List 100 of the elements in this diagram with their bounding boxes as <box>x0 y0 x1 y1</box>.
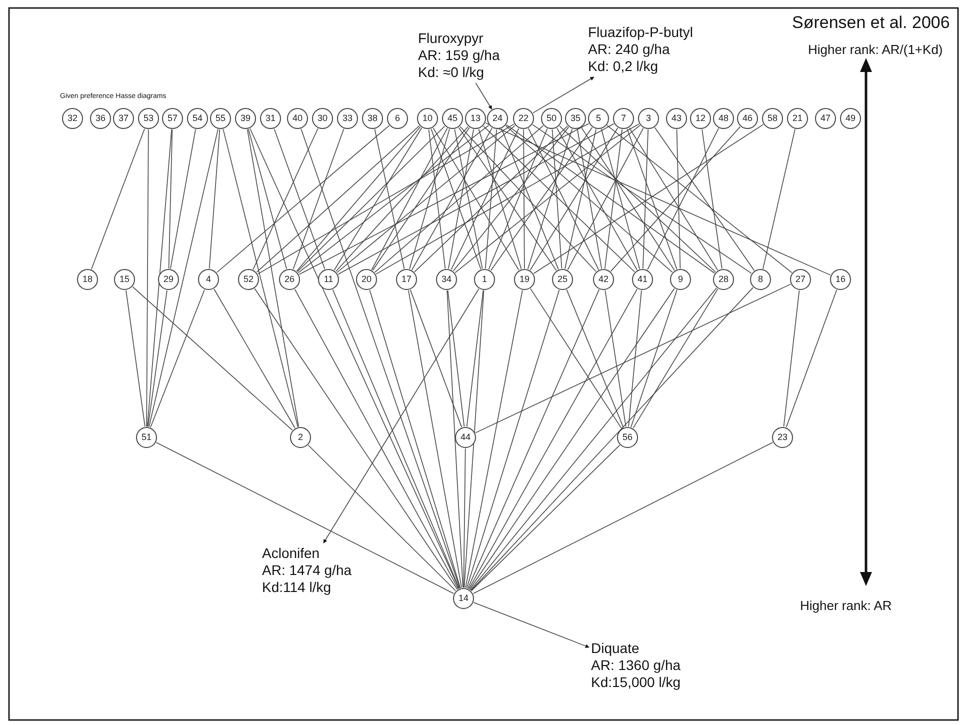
hasse-node: 5 <box>588 108 609 129</box>
hasse-node: 41 <box>632 269 653 290</box>
hasse-line <box>450 128 520 270</box>
hasse-line <box>552 129 562 269</box>
hasse-line <box>506 124 715 274</box>
hasse-line <box>132 286 293 431</box>
hasse-line <box>610 126 741 272</box>
hasse-line <box>432 128 520 270</box>
hasse-node: 45 <box>442 108 463 129</box>
hasse-line <box>448 128 474 270</box>
hasse-node: 36 <box>90 108 111 129</box>
hasse-line <box>254 288 458 590</box>
arrow <box>475 82 492 110</box>
hasse-line <box>466 290 560 588</box>
hasse-node: 19 <box>514 269 535 290</box>
hasse-line <box>632 288 718 428</box>
hasse-node: 17 <box>396 269 417 290</box>
arrow <box>532 76 594 114</box>
hasse-line <box>786 289 838 428</box>
hasse-line <box>248 128 287 270</box>
hasse-line <box>250 128 460 589</box>
hasse-line <box>246 128 300 428</box>
hasse-node: 44 <box>455 427 476 448</box>
hasse-line <box>454 128 483 270</box>
hasse-node: 2 <box>290 427 311 448</box>
hasse-node: 1 <box>474 269 495 290</box>
hasse-node: 58 <box>762 108 783 129</box>
hasse-line <box>369 290 461 588</box>
hasse-node: 38 <box>362 108 383 129</box>
hasse-line <box>485 122 831 276</box>
hasse-node: 43 <box>666 108 687 129</box>
hasse-line <box>258 124 514 274</box>
annotation-text: Kd:15,000 l/kg <box>591 674 681 691</box>
hasse-line <box>452 126 570 272</box>
substance-name: Fluroxypyr <box>418 30 484 47</box>
hasse-node: 12 <box>690 108 711 129</box>
hasse-node: 3 <box>638 108 659 129</box>
hasse-node: 52 <box>238 269 259 290</box>
hasse-line <box>523 129 525 269</box>
hasse-node: 33 <box>337 108 358 129</box>
hasse-line <box>336 125 516 273</box>
hasse-node: 29 <box>158 269 179 290</box>
hasse-line <box>150 289 205 428</box>
hasse-line <box>559 126 716 272</box>
hasse-line <box>527 128 573 270</box>
hasse-line <box>460 126 596 272</box>
hasse-line <box>376 124 640 274</box>
hasse-line <box>566 289 624 428</box>
hasse-node: 49 <box>840 108 861 129</box>
hasse-line <box>428 129 446 269</box>
hasse-line <box>464 290 484 588</box>
hasse-line <box>475 284 791 434</box>
hasse-node: 13 <box>465 108 486 129</box>
hasse-line <box>488 128 548 270</box>
hasse-line <box>371 128 448 270</box>
hasse-line <box>308 444 456 592</box>
annotation-text: Kd:114 l/kg <box>262 579 332 596</box>
hasse-node: 54 <box>187 108 208 129</box>
hasse-line <box>470 444 620 592</box>
hasse-line <box>294 288 459 590</box>
hasse-node: 16 <box>830 269 851 290</box>
hasse-line <box>412 128 492 270</box>
hasse-line <box>484 129 498 269</box>
hasse-node: 37 <box>113 108 134 129</box>
hasse-node: 18 <box>77 269 98 290</box>
hasse-line <box>298 124 490 274</box>
hasse-line <box>148 290 168 427</box>
hasse-node: 42 <box>593 269 614 290</box>
hasse-line <box>414 126 568 272</box>
hasse-node: 23 <box>772 427 793 448</box>
hasse-line <box>642 129 648 269</box>
hasse-line <box>468 289 600 589</box>
hasse-line <box>530 288 622 429</box>
hasse-line <box>372 127 470 271</box>
hasse-node: 15 <box>114 269 135 290</box>
hasse-line <box>274 128 326 270</box>
hasse-node: 20 <box>356 269 377 290</box>
hasse-line <box>214 288 296 428</box>
hasse-line <box>505 125 673 273</box>
hasse-line <box>472 442 774 594</box>
hasse-line <box>252 128 318 270</box>
hasse-node: 46 <box>737 108 758 129</box>
hasse-line <box>628 127 718 271</box>
hasse-node: 55 <box>210 108 231 129</box>
hasse-node: 21 <box>787 108 808 129</box>
annotation-text: Kd: ≈0 l/kg <box>418 64 484 81</box>
hasse-line <box>469 288 675 590</box>
hasse-line <box>446 290 464 588</box>
hasse-node: 34 <box>436 269 457 290</box>
annotation-text: Kd: 0,2 l/kg <box>588 58 658 75</box>
rank-label: Higher rank: AR <box>800 598 892 613</box>
hasse-line <box>334 127 422 271</box>
hasse-line <box>576 128 602 270</box>
arrow <box>473 602 590 648</box>
hasse-line <box>458 127 557 271</box>
hasse-line <box>628 290 642 427</box>
rank-label: Higher rank: AR/(1+Kd) <box>808 42 943 57</box>
hasse-node: 26 <box>279 269 300 290</box>
hasse-line <box>298 123 590 275</box>
hasse-line <box>256 125 420 273</box>
